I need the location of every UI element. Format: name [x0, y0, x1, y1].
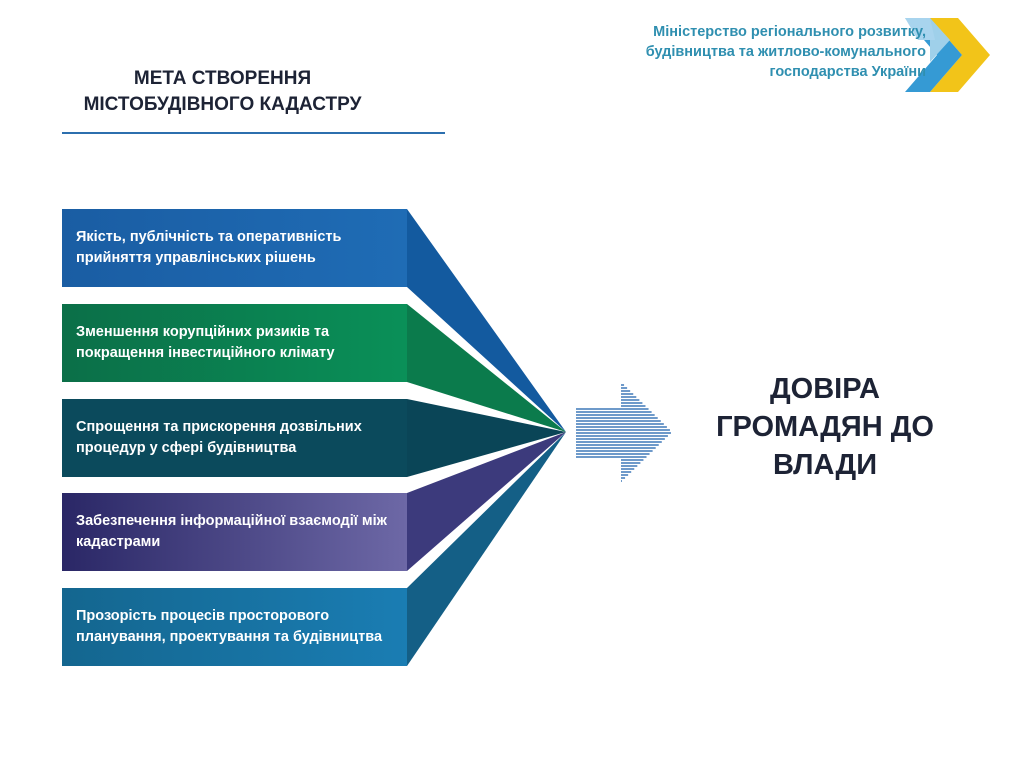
wedge-1: [407, 209, 566, 432]
goal-box-1: Якість, публічність та оперативність при…: [62, 209, 407, 287]
ministry-line: господарства України: [769, 64, 926, 80]
goal-box-4: Забезпечення інформаційної взаємодії між…: [62, 493, 407, 571]
page-title: МЕТА СТВОРЕННЯ МІСТОБУДІВНОГО КАДАСТРУ: [40, 66, 405, 118]
goal-text: Зменшення корупційних ризиків та покраще…: [76, 324, 335, 361]
goal-box-5: Прозорість процесів просторового планува…: [62, 588, 407, 666]
goal-text: Якість, публічність та оперативність при…: [76, 229, 342, 266]
wedge-3: [407, 399, 566, 477]
ministry-line: Міністерство регіонального розвитку,: [653, 24, 926, 40]
goal-text: Забезпечення інформаційної взаємодії між…: [76, 513, 387, 550]
wedge-2: [407, 304, 566, 432]
title-divider: [62, 132, 445, 134]
wedge-5: [407, 432, 566, 666]
title-line: МЕТА СТВОРЕННЯ: [133, 68, 312, 89]
wedge-4: [407, 432, 566, 571]
result-line: ДОВІРА: [770, 373, 880, 405]
goal-text: Спрощення та прискорення дозвільних проц…: [76, 419, 362, 456]
striped-arrow-icon: [576, 384, 671, 482]
ministry-name: Міністерство регіонального розвитку, буд…: [566, 22, 926, 82]
goal-box-2: Зменшення корупційних ризиків та покраще…: [62, 304, 407, 382]
result-text: ДОВІРА ГРОМАДЯН ДО ВЛАДИ: [700, 370, 950, 484]
title-line: МІСТОБУДІВНОГО КАДАСТРУ: [83, 94, 362, 115]
result-line: ВЛАДИ: [772, 449, 878, 481]
ministry-line: будівництва та житлово-комунального: [645, 44, 926, 60]
goal-text: Прозорість процесів просторового планува…: [76, 608, 383, 645]
result-line: ГРОМАДЯН ДО: [716, 411, 934, 443]
goal-box-3: Спрощення та прискорення дозвільних проц…: [62, 399, 407, 477]
ministry-logo-icon: [905, 18, 990, 92]
